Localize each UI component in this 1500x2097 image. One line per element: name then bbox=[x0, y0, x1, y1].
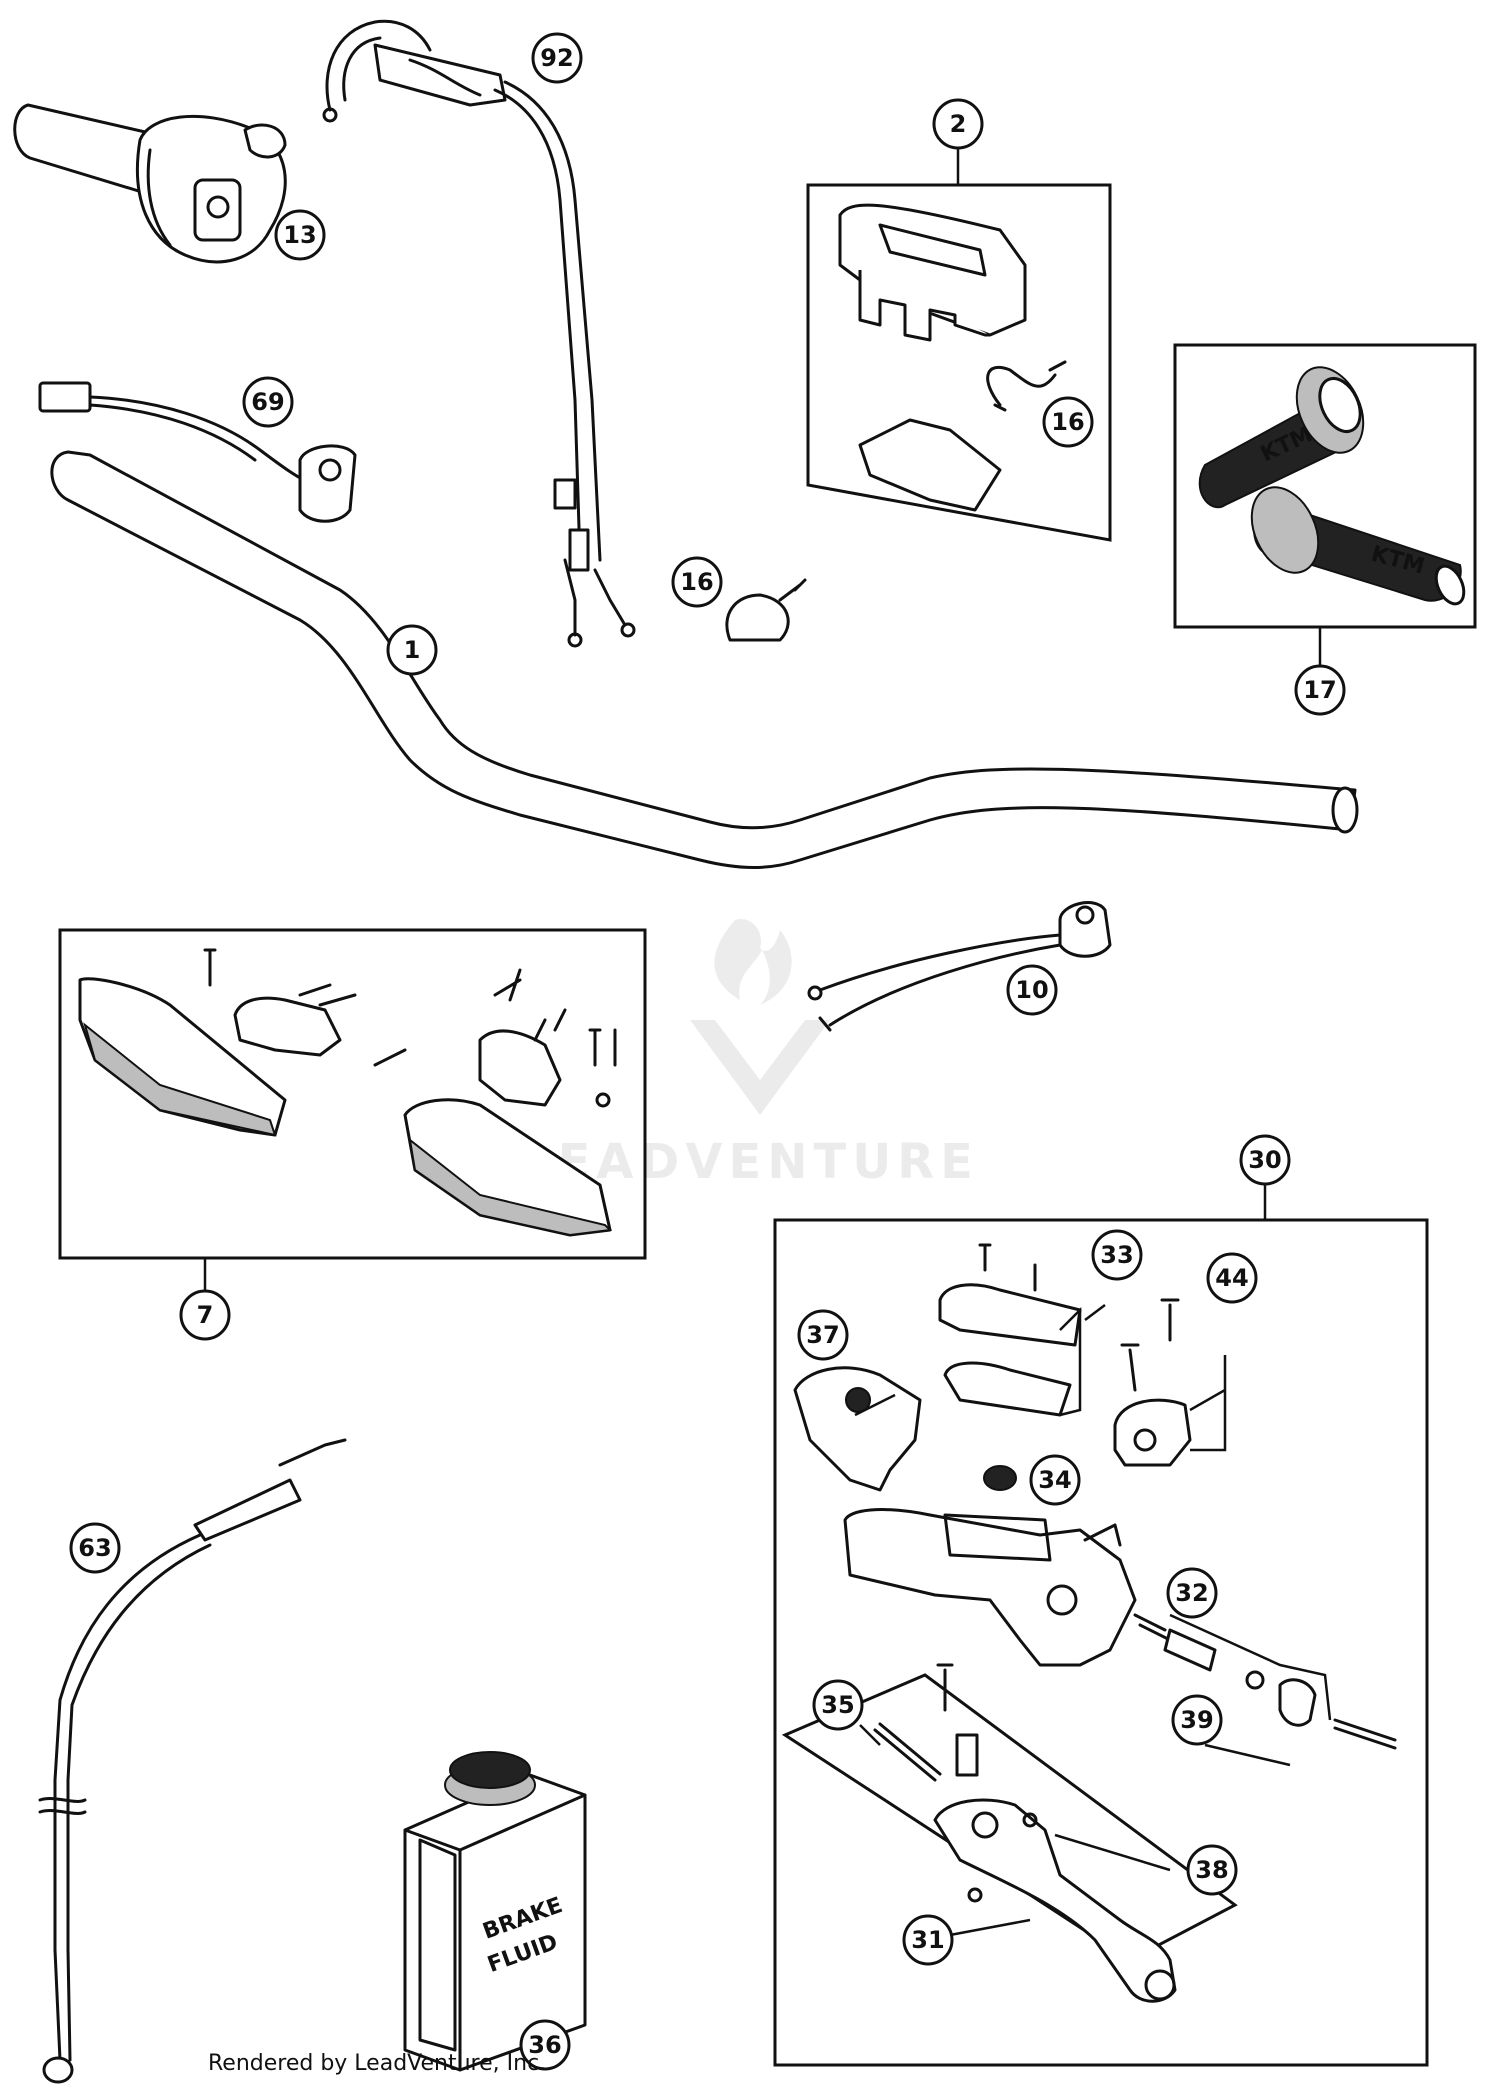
callout-36-label: 36 bbox=[528, 2031, 561, 2059]
callout-69[interactable]: 69 bbox=[242, 376, 294, 428]
callout-37[interactable]: 37 bbox=[797, 1309, 849, 1361]
clutch-cable bbox=[38, 1438, 347, 2084]
cable-tie-loose bbox=[725, 578, 807, 642]
footer-credit: Rendered by LeadVenture, Inc. bbox=[208, 2051, 546, 2076]
callout-63[interactable]: 63 bbox=[69, 1522, 121, 1574]
callout-37-label: 37 bbox=[806, 1321, 839, 1349]
start-switch bbox=[807, 901, 1112, 1032]
throttle-housing bbox=[13, 103, 287, 264]
callout-16-kit[interactable]: 16 bbox=[1042, 396, 1094, 448]
callout-92[interactable]: 92 bbox=[531, 32, 583, 84]
grips-box: KTM KTM bbox=[1173, 343, 1477, 629]
watermark: LEADVENTURE bbox=[521, 919, 979, 1190]
callout-38[interactable]: 38 bbox=[1186, 1844, 1238, 1896]
throttle-cables bbox=[322, 19, 636, 648]
callout-7[interactable]: 7 bbox=[179, 1289, 231, 1341]
callout-30-label: 30 bbox=[1248, 1146, 1281, 1174]
callout-10-label: 10 bbox=[1015, 976, 1048, 1004]
watermark-flame-icon bbox=[714, 919, 792, 1005]
callout-13[interactable]: 13 bbox=[274, 209, 326, 261]
callout-1-label: 1 bbox=[404, 636, 421, 664]
callout-33-label: 33 bbox=[1100, 1241, 1133, 1269]
callout-32-label: 32 bbox=[1175, 1579, 1208, 1607]
master-cylinder-box bbox=[773, 1218, 1429, 2067]
callout-10[interactable]: 10 bbox=[1006, 964, 1058, 1016]
callout-44-label: 44 bbox=[1215, 1264, 1248, 1292]
watermark-v-icon bbox=[690, 1020, 830, 1115]
kill-switch bbox=[38, 381, 357, 523]
callout-16-loose-label: 16 bbox=[680, 568, 713, 596]
cover-kit-box bbox=[806, 183, 1112, 542]
callout-32[interactable]: 32 bbox=[1166, 1567, 1218, 1619]
callout-1[interactable]: 1 bbox=[386, 624, 438, 676]
callout-35-label: 35 bbox=[821, 1691, 854, 1719]
callout-36[interactable]: 36 bbox=[519, 2019, 571, 2071]
callout-16-kit-label: 16 bbox=[1051, 408, 1084, 436]
watermark-text: LEADVENTURE bbox=[521, 1134, 979, 1190]
callout-44[interactable]: 44 bbox=[1206, 1252, 1258, 1304]
callout-31-label: 31 bbox=[911, 1926, 944, 1954]
callout-39-label: 39 bbox=[1180, 1706, 1213, 1734]
callout-34[interactable]: 34 bbox=[1029, 1454, 1081, 1506]
callout-2-label: 2 bbox=[950, 110, 967, 138]
callout-31[interactable]: 31 bbox=[902, 1914, 954, 1966]
handguard-box bbox=[58, 928, 647, 1260]
callout-92-label: 92 bbox=[540, 44, 573, 72]
callout-13-label: 13 bbox=[283, 221, 316, 249]
callout-7-label: 7 bbox=[197, 1301, 214, 1329]
callout-35[interactable]: 35 bbox=[812, 1679, 864, 1731]
callout-34-label: 34 bbox=[1038, 1466, 1071, 1494]
callout-33[interactable]: 33 bbox=[1091, 1229, 1143, 1281]
callout-69-label: 69 bbox=[251, 388, 284, 416]
leader-lines bbox=[203, 148, 1332, 1937]
callout-17-label: 17 bbox=[1303, 676, 1336, 704]
callout-16-loose[interactable]: 16 bbox=[671, 556, 723, 608]
callout-39[interactable]: 39 bbox=[1171, 1694, 1223, 1746]
callout-2[interactable]: 2 bbox=[932, 98, 984, 150]
handlebar bbox=[50, 450, 1359, 869]
callout-38-label: 38 bbox=[1195, 1856, 1228, 1884]
callout-17[interactable]: 17 bbox=[1294, 664, 1346, 716]
callout-63-label: 63 bbox=[78, 1534, 111, 1562]
callout-30[interactable]: 30 bbox=[1239, 1134, 1291, 1186]
brake-fluid-bottle: BRAKE FLUID bbox=[403, 1751, 587, 2072]
